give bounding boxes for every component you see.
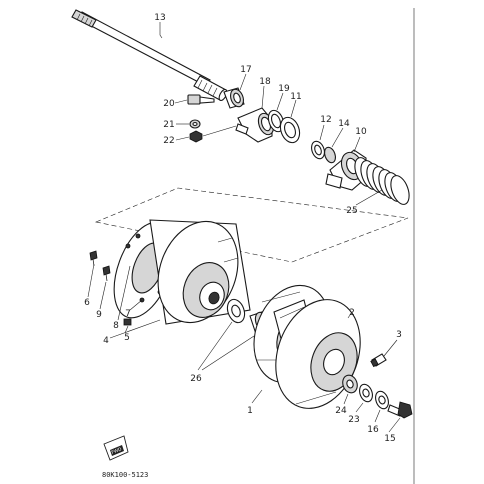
part-23-washer[interactable] [357,382,374,403]
leader-16 [374,409,381,423]
leader-26b [201,335,255,371]
label-13: 13 [154,13,165,23]
leader-26a [197,321,233,371]
part-6-pin[interactable] [89,250,98,267]
part-3-bolt[interactable] [370,353,387,368]
part-16-washer[interactable] [373,389,390,410]
label-17: 17 [240,65,251,75]
part-9-pin[interactable] [102,265,111,282]
leader-12 [319,124,325,141]
part-4-movable-sheave[interactable] [145,210,252,334]
label-21: 21 [163,120,174,130]
leader-3 [383,339,398,357]
part-24-collar[interactable] [340,373,359,395]
leader-5 [124,325,129,334]
fwd-badge-text: FWD [111,446,123,456]
label-2: 2 [349,308,355,318]
label-26: 26 [190,374,202,384]
leader-13 [159,22,163,39]
leader-23 [355,402,364,413]
label-8: 8 [113,321,119,331]
label-23: 23 [348,415,359,425]
part-17-collar[interactable] [223,87,246,109]
label-10: 10 [355,127,367,137]
fwd-direction-icon: FWD [103,435,129,461]
leader-8 [117,265,131,321]
part-18-guide-block[interactable] [235,107,276,143]
label-3: 3 [396,330,402,340]
part-20-bolt[interactable] [187,94,215,105]
diagram-code: 80K100-5123 [102,471,148,479]
part-19-bushing[interactable] [266,108,287,133]
leader-7 [129,299,143,311]
leader-18 [261,85,265,109]
leader-6 [87,263,95,298]
part-11-washer[interactable] [277,115,303,146]
label-5: 5 [124,333,130,343]
leader-10 [353,136,361,153]
leader-22 [175,136,190,141]
leader-14 [331,127,344,148]
part-21-washer[interactable] [189,119,201,129]
part-25-spring[interactable] [351,155,412,207]
leader-11 [290,99,297,118]
label-11: 11 [290,92,301,102]
label-22: 22 [163,136,174,146]
label-16: 16 [367,425,379,435]
part-22-nut[interactable] [189,130,203,143]
label-12: 12 [320,115,331,125]
leader-17 [239,73,247,91]
part-12-circlip[interactable] [309,139,326,160]
leader-1 [251,389,263,404]
label-18: 18 [259,77,271,87]
label-9: 9 [96,310,102,320]
label-19: 19 [278,84,290,94]
leader-15 [388,417,401,433]
label-14: 14 [338,119,350,129]
part-5-slider[interactable] [123,318,132,326]
part-14-washer[interactable] [323,146,338,164]
leader-2 [347,311,353,319]
leader-line [202,125,237,137]
label-1: 1 [247,406,253,416]
part-13-shaft[interactable] [71,9,228,102]
leader-19 [276,92,284,111]
leader-4 [109,319,161,339]
leader-24 [343,393,349,405]
leader-9 [99,281,107,310]
label-20: 20 [163,99,175,109]
leader-20 [174,99,188,104]
label-25: 25 [346,206,357,216]
label-24: 24 [335,406,347,416]
label-4: 4 [103,336,109,346]
label-6: 6 [84,298,90,308]
leader-25 [355,189,383,206]
assembly-outline [94,187,409,263]
part-15-bolt[interactable] [387,401,413,419]
label-15: 15 [384,434,395,444]
label-7: 7 [125,309,131,319]
